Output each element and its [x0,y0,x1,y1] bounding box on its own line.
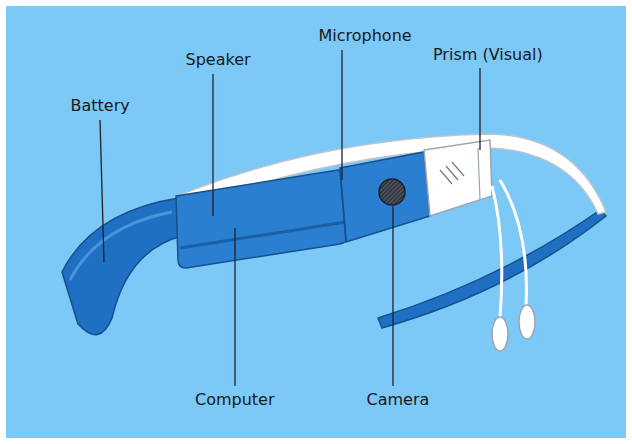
battery-part [62,198,182,335]
part-label: Speaker [186,50,251,70]
nose-pad [519,305,535,339]
leader-line [392,206,393,386]
leader-line [479,68,480,150]
leader-line [234,228,235,386]
body-edge [180,222,346,248]
part-label: Battery [71,96,130,116]
battery-highlight [70,212,172,280]
prism-block [424,140,492,216]
camera-lens [379,179,405,205]
block-seam [340,170,346,240]
leader-line [100,120,104,262]
frame-band [378,210,606,328]
part-label: Microphone [319,26,412,46]
leader-line [341,50,342,180]
leader-lines [100,50,480,386]
background [6,6,626,438]
nose-arm [500,180,526,306]
nose-arm [492,186,502,318]
computer-body [176,170,348,268]
prism-edge [478,148,480,200]
nose-pad [492,317,508,351]
microphone-block [340,152,430,242]
part-label: Computer [195,390,275,410]
part-label: Camera [367,390,430,410]
prism-glint [440,162,464,184]
leader-line [212,74,213,216]
part-label: Prism (Visual) [433,45,543,65]
